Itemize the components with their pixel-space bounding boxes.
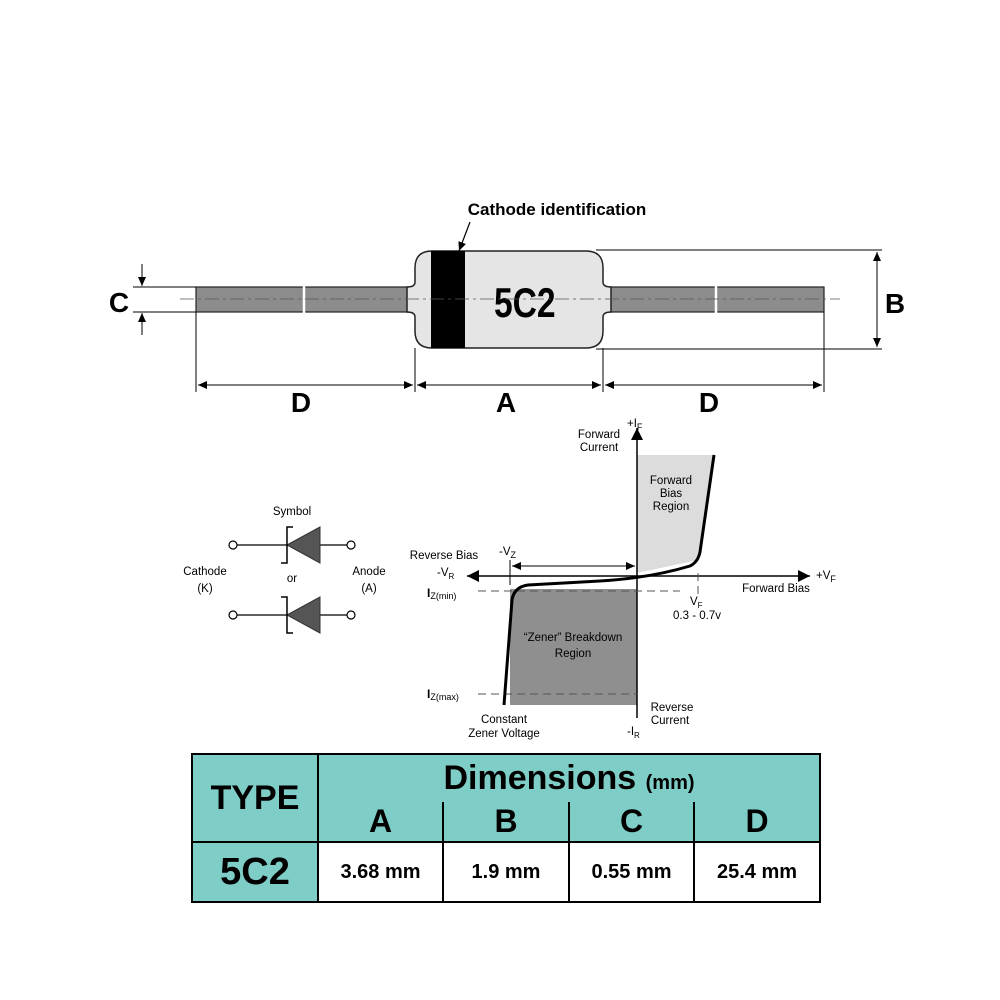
value-a: 3.68 mm — [317, 841, 444, 903]
column-header-d: D — [693, 802, 821, 843]
cathode-letter: (K) — [197, 583, 213, 595]
forward-current-label-2: Current — [580, 442, 619, 454]
zener-region-label-2: Region — [555, 648, 591, 660]
symbol-top — [228, 526, 356, 564]
dimension-b — [596, 249, 882, 350]
anode-letter: (A) — [361, 583, 377, 595]
minus-vz-label: -VZ — [499, 546, 517, 560]
minus-vr-label: -VR — [437, 567, 455, 581]
iz-max-label: IZ(max) — [427, 687, 459, 702]
reverse-current-label-1: Reverse — [651, 702, 694, 714]
dim-label-d-left: D — [291, 387, 311, 418]
iv-characteristic: +IF Forward Current Forward Bias Region … — [410, 418, 837, 740]
forward-region-label-2: Bias — [660, 488, 683, 500]
zener-breakdown-region — [510, 589, 637, 705]
reverse-current-label-2: Current — [651, 715, 690, 727]
minus-ir-label: -IR — [627, 726, 640, 740]
zener-region-label-1: “Zener” Breakdown — [524, 632, 622, 644]
dimension-c — [133, 264, 196, 335]
dimension-lengths — [195, 312, 825, 392]
constant-voltage-label-1: Constant — [481, 714, 528, 726]
dim-label-a: A — [496, 387, 516, 418]
column-header-b: B — [442, 802, 570, 843]
dim-label-c: C — [109, 287, 129, 318]
reverse-bias-label: Reverse Bias — [410, 550, 479, 562]
value-b: 1.9 mm — [442, 841, 570, 903]
body-marking: 5C2 — [494, 281, 556, 327]
plus-vf-label: +VF — [816, 570, 836, 584]
type-header: TYPE — [191, 753, 319, 843]
dimensions-table: TYPE Dimensions (mm) A B C D 5C2 3.68 mm… — [191, 753, 821, 903]
column-header-a: A — [317, 802, 444, 843]
forward-bias-label: Forward Bias — [742, 583, 810, 595]
callout-leader — [458, 221, 471, 252]
cathode-band — [431, 251, 465, 348]
dimensions-title: Dimensions — [443, 759, 637, 797]
iv-curve — [502, 454, 716, 706]
cathode-label: Cathode — [183, 566, 226, 578]
forward-bias-region — [637, 455, 714, 573]
forward-region-label-1: Forward — [650, 475, 692, 487]
lead-break-marks — [302, 285, 718, 314]
type-value: 5C2 — [191, 841, 319, 903]
zener-symbol: Symbol or Cathode (K) Anode (A) — [183, 506, 386, 634]
dimensions-header: Dimensions (mm) — [317, 753, 821, 802]
column-header-c: C — [568, 802, 695, 843]
symbol-or: or — [287, 573, 297, 585]
constant-voltage-label-2: Zener Voltage — [468, 728, 540, 740]
symbol-title: Symbol — [273, 506, 311, 518]
value-c: 0.55 mm — [568, 841, 695, 903]
forward-region-label-3: Region — [653, 501, 689, 513]
vf-range-label: 0.3 - 0.7v — [673, 610, 721, 622]
value-d: 25.4 mm — [693, 841, 821, 903]
package-outline: 5C2 Cathode identification C B — [109, 200, 905, 418]
cathode-callout: Cathode identification — [468, 200, 647, 219]
dim-label-d-right: D — [699, 387, 719, 418]
dimensions-unit: (mm) — [645, 772, 695, 794]
forward-current-label-1: Forward — [578, 429, 620, 441]
dim-label-b: B — [885, 288, 905, 319]
left-lead — [195, 286, 417, 313]
anode-label: Anode — [352, 566, 385, 578]
symbol-bottom — [228, 596, 356, 634]
right-lead — [602, 286, 825, 313]
plus-if-label: +IF — [627, 418, 643, 432]
vf-label: VF — [690, 596, 703, 610]
iz-min-label: IZ(min) — [427, 586, 456, 601]
